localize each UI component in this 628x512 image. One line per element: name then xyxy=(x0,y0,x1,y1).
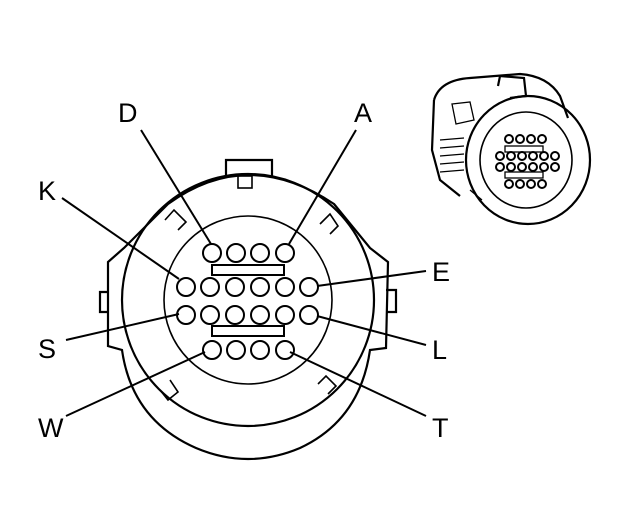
pin-r2-c2 xyxy=(200,277,220,297)
pin-r3-c4 xyxy=(250,305,270,325)
right-side-tab xyxy=(386,288,398,314)
iso-pin-r3-c6 xyxy=(550,162,560,172)
iso-front-rim xyxy=(464,94,592,226)
leader-l xyxy=(316,315,427,346)
leader-s xyxy=(65,313,180,341)
inner-ring-inner xyxy=(163,215,333,385)
label-s: S xyxy=(38,334,56,364)
connector-isometric-view xyxy=(430,72,592,226)
iso-pin-r4-c1 xyxy=(504,179,514,189)
iso-pin-r4-c4 xyxy=(537,179,547,189)
pin-r2-c6 xyxy=(299,277,319,297)
iso-pin-r2-c5 xyxy=(539,151,549,161)
iso-pin-r1-c1 xyxy=(504,134,514,144)
pin-r1-c2 xyxy=(226,243,246,263)
iso-pin-r2-c2 xyxy=(506,151,516,161)
label-k: K xyxy=(38,176,56,206)
iso-latch xyxy=(496,74,528,100)
left-side-tab xyxy=(98,290,108,314)
iso-pin-r4-c3 xyxy=(526,179,536,189)
iso-pin-r3-c4 xyxy=(528,162,538,172)
label-t: T xyxy=(432,413,449,443)
iso-pin-r4-c2 xyxy=(515,179,525,189)
iso-side-detail xyxy=(451,101,483,201)
iso-pin-r3-c2 xyxy=(506,162,516,172)
pin-r3-c6 xyxy=(299,305,319,325)
keyway-top-left xyxy=(164,208,188,231)
pin-r4-c4 xyxy=(275,340,295,360)
pin-r1-c4 xyxy=(275,243,295,263)
iso-pin-r1-c2 xyxy=(515,134,525,144)
keyway-bottom-right xyxy=(317,374,338,395)
pin-r4-c3 xyxy=(250,340,270,360)
pin-r4-c1 xyxy=(202,340,222,360)
label-l: L xyxy=(432,335,447,365)
pin-r3-c2 xyxy=(200,305,220,325)
iso-pin-r3-c3 xyxy=(517,162,527,172)
pin-r3-c3 xyxy=(225,305,245,325)
iso-front-inner xyxy=(479,111,573,209)
label-a: A xyxy=(354,98,372,128)
pin-grid xyxy=(176,243,319,360)
pin-r3-c1 xyxy=(176,305,196,325)
iso-pin-r2-c3 xyxy=(517,151,527,161)
keyway-bottom-left xyxy=(159,379,180,402)
iso-pin-r2-c6 xyxy=(550,151,560,161)
inner-ring-outer xyxy=(120,172,376,428)
iso-lower-bar xyxy=(504,171,544,179)
label-w: W xyxy=(38,413,64,443)
iso-body-left xyxy=(430,99,461,197)
iso-pin-grid xyxy=(495,134,560,189)
pin-r1-c1 xyxy=(202,243,222,263)
iso-pin-r1-c4 xyxy=(537,134,547,144)
iso-pin-r3-c5 xyxy=(539,162,549,172)
iso-body-back xyxy=(432,72,570,119)
iso-pin-r1-c3 xyxy=(526,134,536,144)
leader-lines xyxy=(61,129,427,417)
pin-r2-c4 xyxy=(250,277,270,297)
leader-e xyxy=(316,270,427,287)
leader-t xyxy=(289,351,427,417)
outer-shell xyxy=(106,173,390,461)
top-key-notch xyxy=(237,175,253,189)
leader-w xyxy=(65,351,206,417)
pin-r2-c5 xyxy=(275,277,295,297)
pin-r1-c3 xyxy=(250,243,270,263)
label-e: E xyxy=(432,257,450,287)
iso-pin-r3-c1 xyxy=(495,162,505,172)
label-d: D xyxy=(118,98,138,128)
pin-r4-c2 xyxy=(226,340,246,360)
lower-divider-bar xyxy=(211,325,285,337)
iso-pin-r2-c1 xyxy=(495,151,505,161)
pin-r2-c3 xyxy=(225,277,245,297)
connector-face xyxy=(98,158,398,461)
iso-pin-r2-c4 xyxy=(528,151,538,161)
top-latch-tab xyxy=(224,158,274,176)
pin-r2-c1 xyxy=(176,277,196,297)
upper-divider-bar xyxy=(211,264,285,276)
leader-a xyxy=(288,129,357,245)
keyway-top-right xyxy=(319,212,340,235)
pin-r3-c5 xyxy=(275,305,295,325)
iso-ribs xyxy=(439,137,465,173)
leader-d xyxy=(140,129,212,245)
leader-k xyxy=(61,197,180,280)
